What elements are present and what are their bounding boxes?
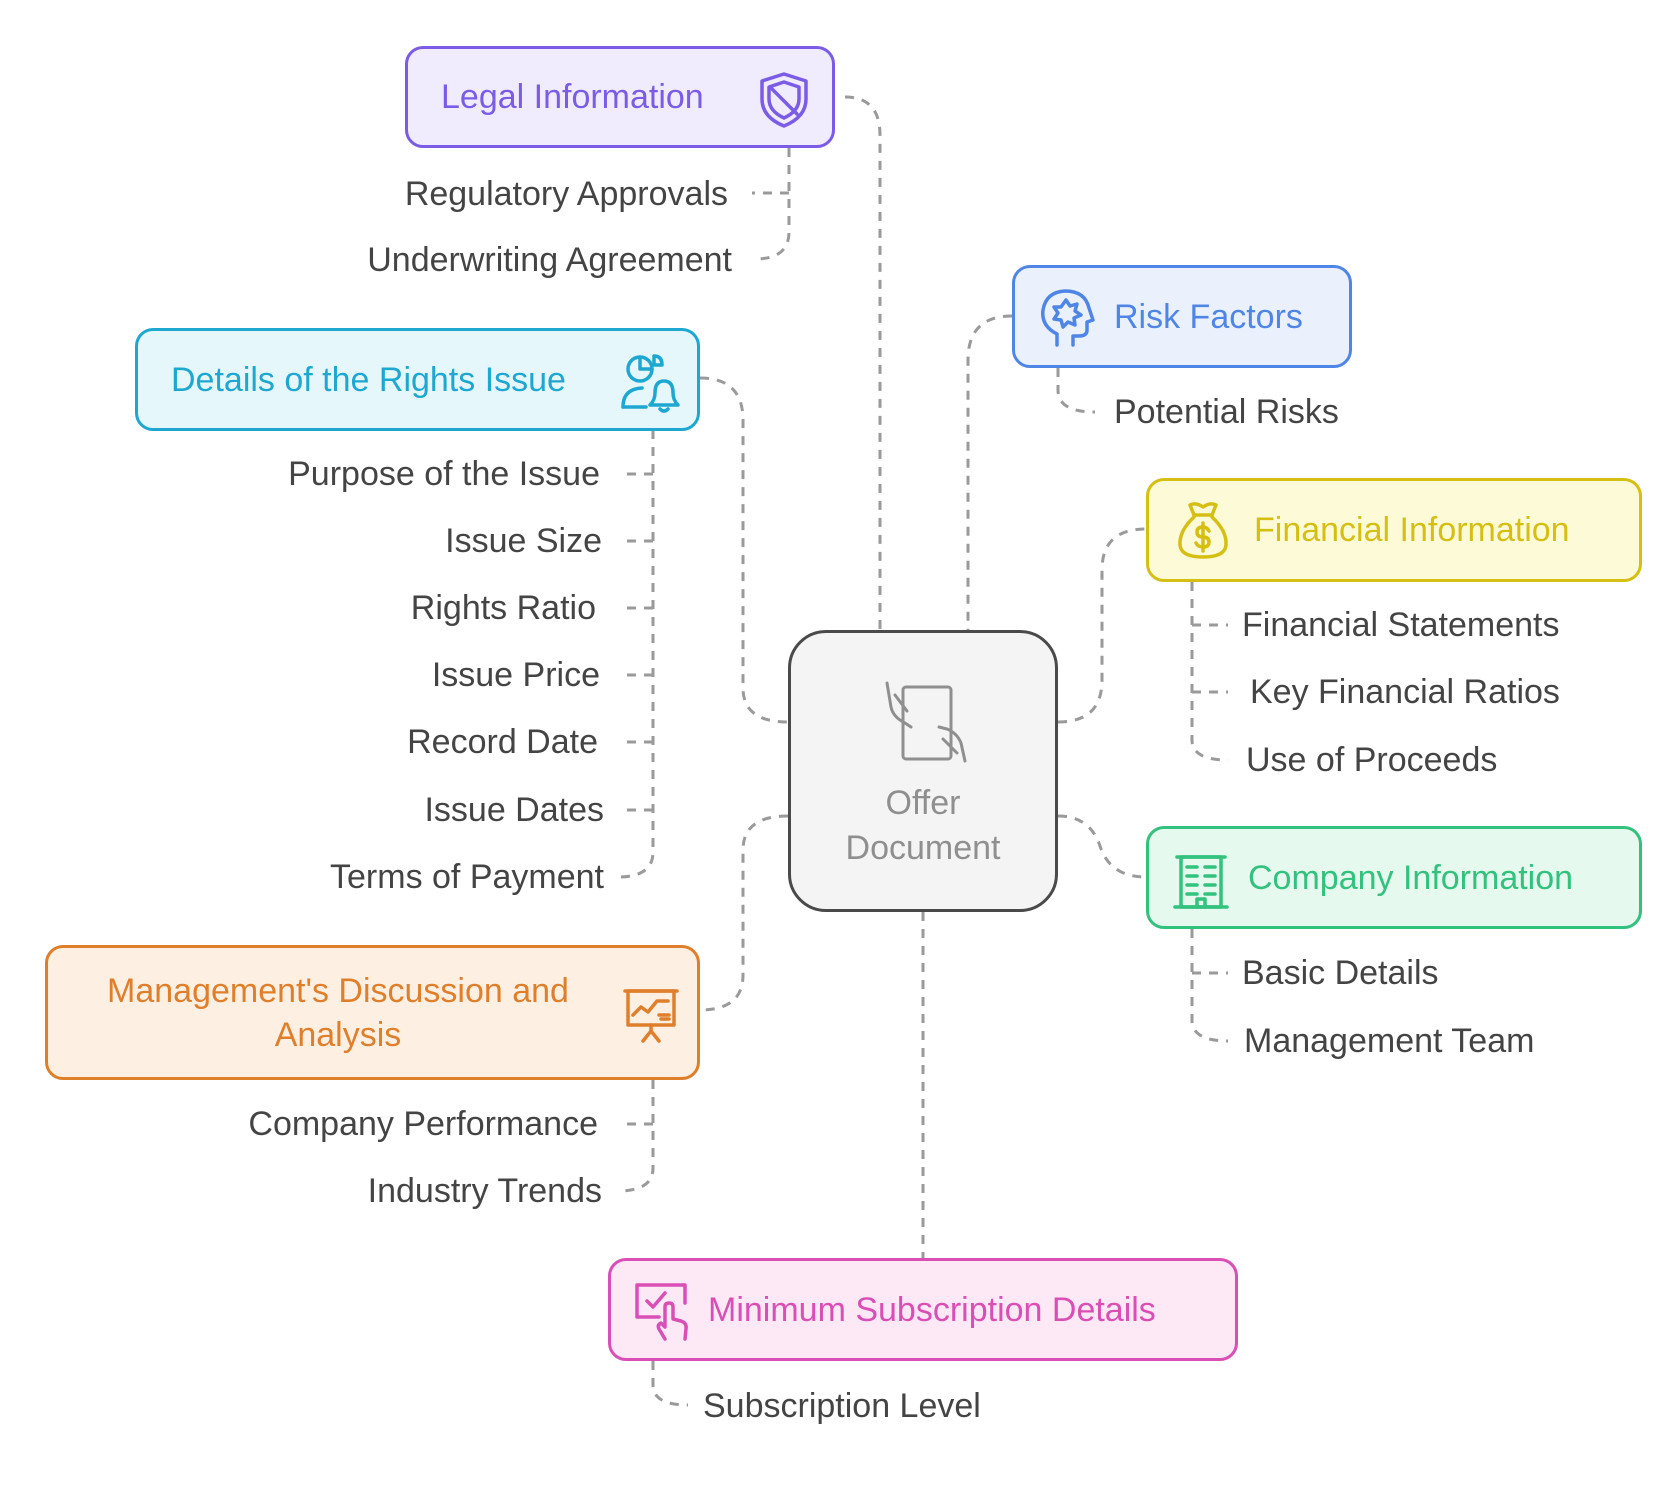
connector-financial [1057,527,1147,724]
rights-item-terms-of-payment: Terms of Payment [330,858,604,896]
rights-item-rights-ratio: Rights Ratio [410,589,596,627]
connector-company [1057,814,1147,879]
center-node-offer-document: Offer Document [788,630,1058,912]
connector-risk [966,314,1013,630]
connector-legal [844,95,882,630]
node-financial-information: Financial Information [1146,478,1642,582]
company-item-management-team: Management Team [1244,1022,1535,1060]
legal-item-regulatory-approvals: Regulatory Approvals [404,175,728,213]
node-management-discussion: Management's Discussion and Analysis [45,945,700,1080]
document-hands-icon [885,681,967,763]
management-title-line2: Analysis [274,1015,402,1054]
legal-item-underwriting-agreement: Underwriting Agreement [367,241,732,279]
node-company-information: Company Information [1146,826,1642,929]
touch-screen-check-icon [635,1283,688,1341]
node-rights-issue: Details of the Rights Issue [135,328,700,431]
risk-title: Risk Factors [1114,297,1303,336]
rights-item-purpose: Purpose of the Issue [288,455,600,493]
center-title-line1: Offer [885,784,961,822]
user-pie-bell-icon [621,354,680,413]
shield-icon [760,72,808,128]
risk-item-potential-risks: Potential Risks [1114,393,1339,431]
center-title-line2: Document [845,829,1001,867]
minimum-item-subscription-level: Subscription Level [703,1387,981,1425]
minimum-title: Minimum Subscription Details [708,1290,1156,1329]
brain-head-icon [1041,289,1095,347]
financial-item-use-of-proceeds: Use of Proceeds [1246,741,1498,779]
connector-management [699,814,789,1012]
node-legal-information: Legal Information [405,46,835,148]
rights-item-issue-price: Issue Price [431,656,600,694]
financial-item-statements: Financial Statements [1242,606,1560,644]
presentation-chart-icon [623,989,679,1043]
node-minimum-subscription: Minimum Subscription Details [608,1258,1238,1361]
building-icon [1173,855,1229,909]
legal-title: Legal Information [441,78,704,116]
company-item-basic-details: Basic Details [1242,954,1439,992]
rights-title: Details of the Rights Issue [171,360,566,399]
rights-item-issue-size: Issue Size [445,522,602,560]
rights-item-issue-dates: Issue Dates [424,791,604,829]
money-bag-icon [1178,502,1228,559]
management-item-company-performance: Company Performance [248,1105,598,1143]
node-risk-factors: Risk Factors [1012,265,1352,368]
financial-title: Financial Information [1254,511,1570,549]
rights-item-record-date: Record Date [407,723,598,761]
management-item-industry-trends: Industry Trends [367,1172,602,1210]
financial-item-key-ratios: Key Financial Ratios [1250,673,1560,711]
management-title-line1: Management's Discussion and [107,971,569,1010]
center-title: Offer Document [791,781,1055,871]
management-title: Management's Discussion and Analysis [68,969,608,1057]
connector-rights [699,376,789,724]
company-title: Company Information [1248,858,1574,897]
